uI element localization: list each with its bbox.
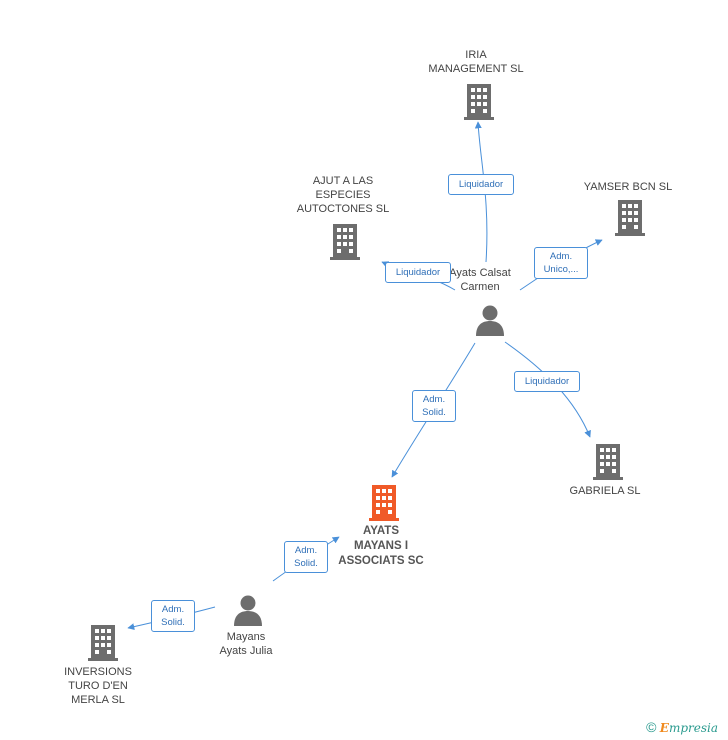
building-icon[interactable]	[328, 224, 362, 260]
relation-label-iria[interactable]: Liquidador	[448, 174, 514, 195]
person-icon[interactable]	[232, 594, 264, 626]
building-icon[interactable]	[86, 625, 120, 661]
building-icon[interactable]	[613, 200, 647, 236]
relation-label-julia-inversions[interactable]: Adm.Solid.	[151, 600, 195, 632]
empresia-logo: Empresia	[659, 721, 718, 735]
building-icon[interactable]	[591, 444, 625, 480]
building-icon-main[interactable]	[367, 485, 401, 521]
copyright-icon: ©	[646, 719, 657, 735]
node-label-yamser[interactable]: YAMSER BCN SL	[583, 181, 673, 193]
building-icon[interactable]	[462, 84, 496, 120]
node-label-gabriela[interactable]: GABRIELA SL	[569, 485, 641, 497]
person-icon[interactable]	[474, 304, 506, 336]
relation-label-ajut[interactable]: Liquidador	[385, 262, 451, 283]
empresia-footer[interactable]: © Empresia	[646, 719, 718, 735]
relation-label-julia-ayats[interactable]: Adm.Solid.	[284, 541, 328, 573]
relation-label-ayats-mayans[interactable]: Adm.Solid.	[412, 390, 456, 422]
relation-label-yamser[interactable]: Adm.Unico,...	[534, 247, 588, 279]
relation-label-gabriela[interactable]: Liquidador	[514, 371, 580, 392]
